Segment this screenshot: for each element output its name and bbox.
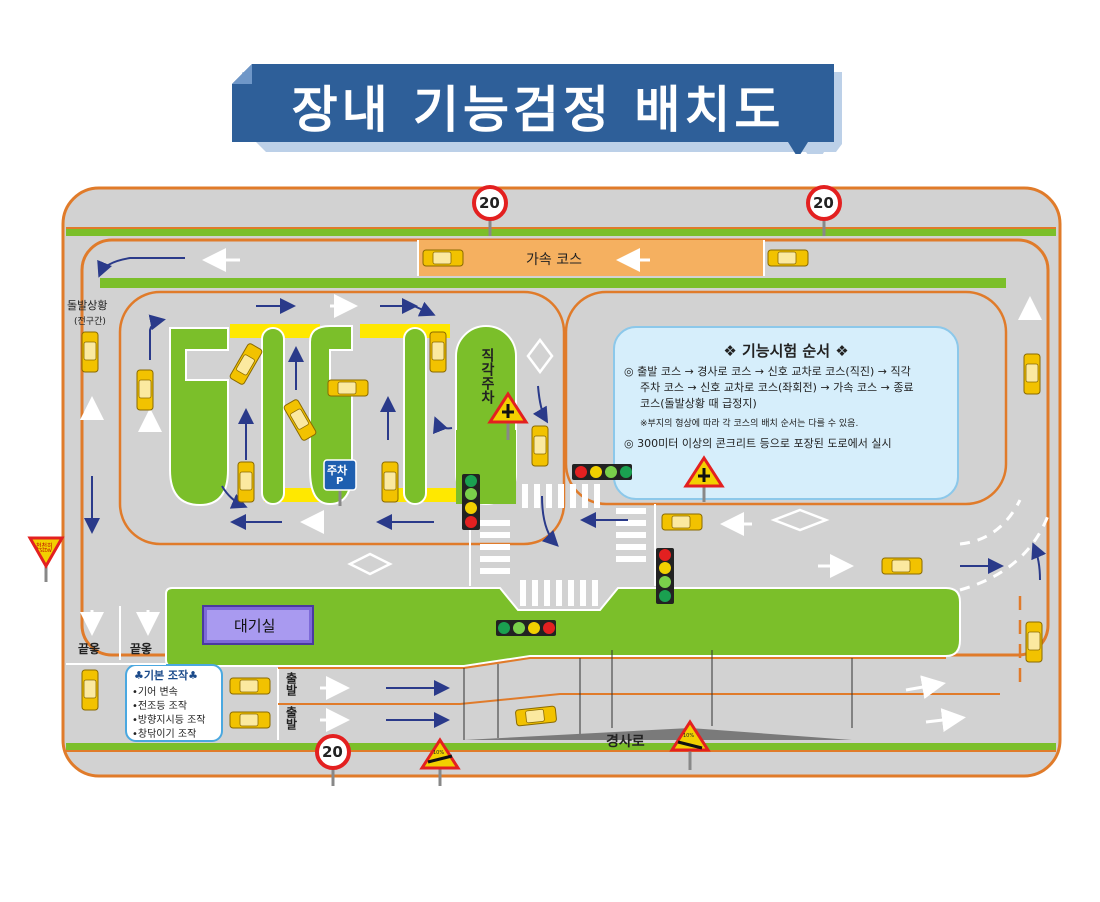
basic-operation-item: •전조등 조작	[132, 701, 188, 712]
end-label-left: 끝옿	[78, 642, 101, 656]
end-label-right: 끝옿	[130, 642, 153, 656]
test-order-line-4: ◎ 300미터 이상의 콘크리트 등으로 포장된 도로에서 실시	[624, 437, 892, 450]
slow-sign-text-en: SLOW	[40, 548, 52, 553]
title-banner	[232, 64, 842, 154]
slope-road-label: 경사로	[606, 734, 645, 750]
sudden-situation-label: 돌발상황	[67, 299, 108, 312]
test-order-title: ❖ 기능시험 순서 ❖	[723, 342, 849, 360]
speed-limit-top-left: 20	[479, 194, 500, 212]
parking-sign-top: 주차	[327, 464, 348, 477]
test-order-line-3: 코스(돌발상황 때 급정지)	[640, 397, 757, 410]
basic-operation-item: •방향지시등 조작	[132, 715, 206, 726]
test-order-note: ※부지의 형상에 따라 각 코스의 배치 순서는 다를 수 있음.	[640, 419, 859, 429]
slow-sign-text: 천천히	[36, 543, 53, 550]
sudden-situation-sub: (전구간)	[74, 317, 106, 327]
start-label-upper: 출발	[284, 672, 298, 696]
slope-sign-left-text: 10%	[433, 750, 445, 756]
speed-limit-bottom: 20	[322, 743, 343, 761]
waiting-room-label: 대기실	[234, 617, 276, 635]
slope-sign-right-text: 10%	[683, 733, 695, 739]
start-label-lower: 출발	[284, 706, 298, 730]
parking-sign-bottom: P	[336, 476, 344, 487]
right-angle-parking-label: 직각주차	[479, 348, 495, 404]
basic-operation-item: •창닦이기 조작	[132, 729, 197, 740]
page-title: 장내 기능검정 배치도	[291, 81, 785, 139]
test-order-line-1: ◎ 출발 코스 → 경사로 코스 → 신호 교차로 코스(직진) → 직각	[624, 365, 911, 378]
acceleration-course-label: 가속 코스	[526, 252, 582, 268]
speed-limit-top-right: 20	[813, 194, 834, 212]
test-order-line-2: 주차 코스 → 신호 교차로 코스(좌회전) → 가속 코스 → 종료	[640, 381, 914, 394]
basic-operation-title: ♣기본 조작♣	[134, 669, 199, 682]
basic-operation-item: •기어 변속	[132, 687, 178, 698]
